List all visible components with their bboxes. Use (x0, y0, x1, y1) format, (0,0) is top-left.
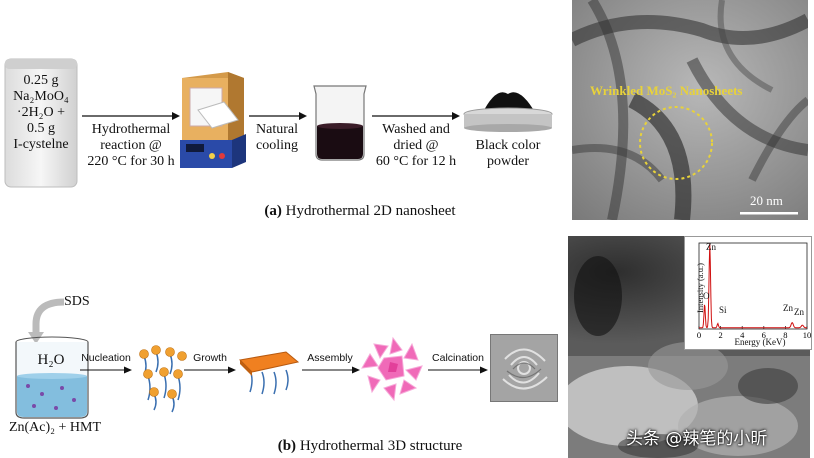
caption-b-label: (b) (277, 438, 297, 454)
step2-label-line1: Natural (256, 122, 298, 137)
beaker-dark-solution-icon (313, 85, 367, 161)
caption-a-text: Hydrothermal 2D nanosheet (285, 203, 456, 219)
step3-label-line3: 60 °C for 12 h (375, 154, 457, 169)
arrow-2-icon (249, 112, 307, 120)
arrow-calcination-icon (428, 366, 488, 374)
reagent-hydrate: ·2H₂O + (16, 105, 66, 120)
micelle-spheres-icon (139, 345, 187, 413)
reagent-formula: Na₂MoO₄ (13, 89, 69, 104)
eds-tick-label: 10 (803, 330, 812, 340)
caption-b-text: Hydrothermal 3D structure (299, 438, 463, 454)
step3-label-line1: Washed and (382, 122, 450, 137)
caption-a-label: (a) (264, 203, 282, 219)
reagents-b-label: Zn(Ac)₂ + HMT (8, 420, 102, 435)
eds-tick-label: 6 (762, 330, 766, 340)
watermark: 头条 @辣笔的小昕 (626, 429, 768, 449)
tem-image: Wrinkled MoS₂ Nanosheets 20 nm (572, 0, 808, 220)
powder-dish-icon (463, 92, 553, 132)
reagent-mass-1: 0.25 g (23, 73, 59, 88)
arrow-3-icon (372, 112, 460, 120)
eds-plot-frame (698, 242, 808, 330)
nanosheet-icon (238, 351, 300, 395)
eds-tick-label: 8 (783, 330, 787, 340)
eds-chart: 0 2 4 6 8 10 (697, 242, 812, 340)
eds-peak-si: Si (719, 305, 727, 315)
caption-a: (a) Hydrothermal 2D nanosheet (230, 203, 490, 219)
water-label: H₂O (37, 352, 65, 368)
eds-peak-zn-3: Zn (794, 307, 804, 317)
scale-bar-label: 20 nm (750, 193, 783, 208)
step1-label-line3: 220 °C for 30 h (87, 154, 175, 169)
tem-label: Wrinkled MoS₂ Nanosheets (590, 83, 743, 98)
highlight-circle (639, 106, 713, 180)
eds-tick-label: 2 (718, 330, 722, 340)
arrow-nucleation-icon (80, 366, 132, 374)
eds-spectrum-line (699, 243, 807, 329)
beaker-water-icon (15, 336, 89, 419)
step3-label-line2: dried @ (393, 138, 439, 153)
calcination-label: Calcination (432, 352, 484, 364)
reagent-cysteine: I-cystelne (13, 137, 69, 152)
reagent-jar-icon (4, 58, 78, 188)
eds-tick-label: 4 (740, 330, 745, 340)
step2-label-line2: cooling (256, 138, 298, 153)
sem-rose-image (490, 334, 558, 402)
flower-structure-icon (361, 336, 423, 402)
growth-label: Growth (193, 352, 227, 364)
assembly-label: Assembly (307, 352, 353, 364)
step1-label-line2: reaction @ (100, 138, 162, 153)
eds-peak-o: O (703, 291, 710, 301)
arrow-1-icon (82, 112, 180, 120)
caption-b: (b) Hydrothermal 3D structure (240, 438, 500, 454)
eds-inset: 0 2 4 6 8 10 Intensity (a.u.) Energy (KeV) Zn… (684, 236, 812, 350)
eds-tick-label: 0 (697, 330, 701, 340)
step1-label-line1: Hydrothermal (91, 122, 171, 137)
eds-xlabel: Energy (KeV) (734, 337, 786, 347)
reagent-mass-2: 0.5 g (27, 121, 55, 136)
eds-ylabel: Intensity (a.u.) (695, 263, 705, 313)
sds-label: SDS (64, 294, 90, 309)
eds-peak-zn-2: Zn (783, 303, 793, 313)
nucleation-label: Nucleation (81, 352, 131, 364)
eds-peak-zn-main: Zn (706, 242, 716, 252)
oven-icon (180, 72, 246, 168)
arrow-assembly-icon (302, 366, 360, 374)
product-label-line1: Black color (475, 138, 541, 153)
product-label-line2: powder (487, 154, 529, 169)
arrow-growth-icon (184, 366, 236, 374)
